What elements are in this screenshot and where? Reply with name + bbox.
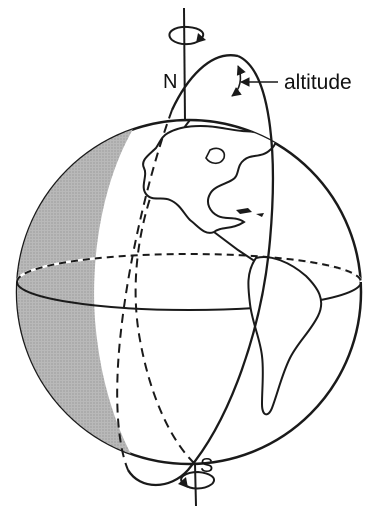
- altitude-arc: [232, 66, 240, 96]
- altitude-label: altitude: [284, 71, 352, 94]
- north-rotation-arrow: [169, 27, 206, 44]
- south-label: S: [200, 455, 213, 477]
- north-label: N: [163, 71, 177, 93]
- globe: [0, 55, 361, 485]
- rotation-axis-top: [184, 8, 185, 122]
- rotation-axis-bottom: [195, 464, 196, 506]
